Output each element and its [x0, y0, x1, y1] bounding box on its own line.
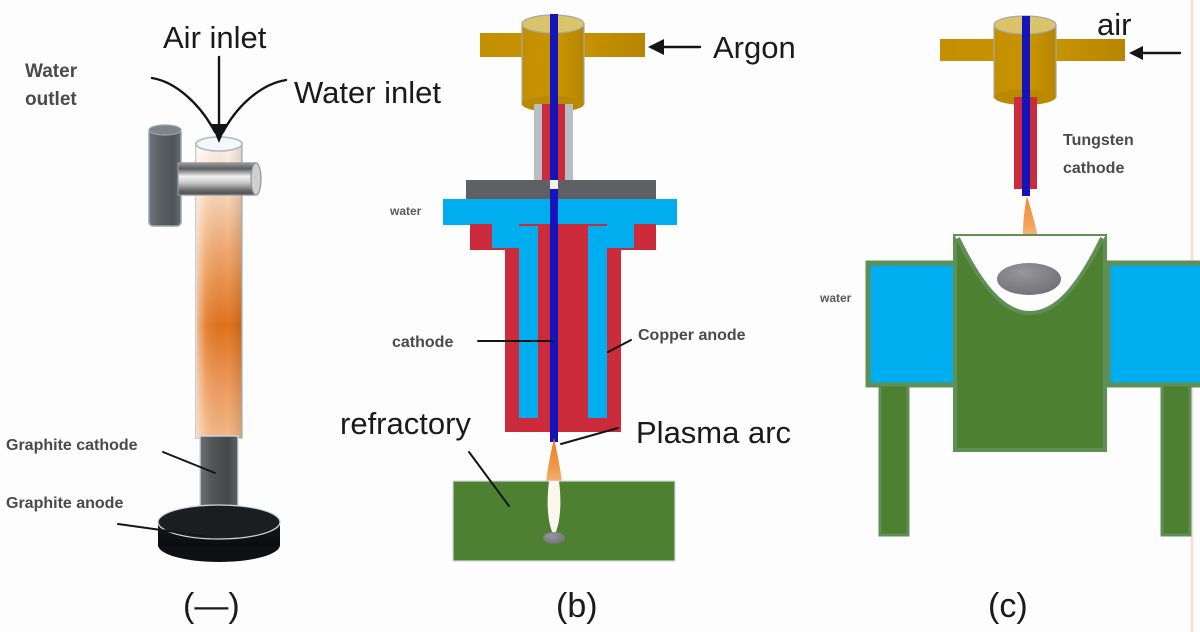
- air-arrow-c: [1129, 46, 1182, 60]
- label-water-c: water: [819, 291, 852, 305]
- cathode-rod-lower-b: [550, 189, 558, 442]
- label-graphite-anode: Graphite anode: [6, 495, 123, 512]
- label-air-inlet: Air inlet: [163, 20, 267, 55]
- cooling-channel-left-b: [519, 226, 538, 418]
- sheath-left-b: [542, 104, 550, 186]
- melt-cavity-b: [547, 481, 561, 536]
- cathode-sheath-left-c: [1014, 97, 1022, 189]
- label-water-b: water: [389, 204, 422, 218]
- label-water-outlet-line2: outlet: [25, 89, 77, 110]
- graphite-cathode-leader: [162, 451, 216, 474]
- caption-panel-b: (b): [556, 587, 598, 625]
- tungsten-cathode-rod-c: [1022, 16, 1030, 196]
- label-refractory-b: refractory: [340, 406, 471, 441]
- panel-b: Argon water cathode Copper anode refract…: [340, 14, 796, 625]
- label-water-inlet: Water inlet: [294, 75, 441, 110]
- anode-center-rib-b: [538, 224, 588, 432]
- support-leg-left-c: [878, 383, 910, 537]
- cathode-rod-upper-b: [550, 14, 558, 186]
- argon-arrow-b: [648, 39, 702, 55]
- label-air-c: air: [1097, 7, 1131, 42]
- label-water-outlet-line1: Water: [25, 61, 78, 82]
- label-plasma-arc-b: Plasma arc: [636, 415, 791, 450]
- cathode-sheath-right-c: [1029, 97, 1037, 189]
- plasma-arc-leader-b: [560, 427, 619, 445]
- water-outlet-leader: [150, 76, 217, 134]
- support-leg-right-c: [1160, 383, 1192, 537]
- outer-tube-right-b: [565, 104, 573, 186]
- cathode-insulator-b: [550, 180, 558, 189]
- caption-panel-a: (—): [183, 587, 240, 625]
- water-outlet-pipe: [148, 124, 182, 227]
- air-inlet-arrow: [211, 55, 227, 143]
- graphite-anode-base: [157, 504, 281, 562]
- water-box-right-c: [1105, 260, 1200, 388]
- refractory-block-b: [452, 480, 676, 562]
- sheath-right-b: [557, 104, 565, 186]
- melt-pool-c: [997, 263, 1061, 295]
- label-graphite-cathode: Graphite cathode: [6, 437, 138, 454]
- melt-pool-b: [543, 532, 565, 544]
- caption-panel-c: (c): [988, 587, 1028, 625]
- graphite-anode-leader: [117, 523, 205, 537]
- water-inlet-pipe: [177, 162, 262, 196]
- label-tungsten-cathode-line2: cathode: [1063, 160, 1124, 177]
- panel-a: Water outlet Air inlet Water inlet Graph…: [6, 20, 441, 625]
- label-cathode-b: cathode: [392, 334, 453, 351]
- refractory-leader-b: [468, 451, 510, 507]
- panel-c: air Tungsten cathode water (c): [819, 7, 1200, 625]
- label-argon: Argon: [713, 30, 796, 65]
- water-manifold-b: [443, 199, 677, 225]
- water-inlet-leader: [221, 78, 288, 134]
- copper-anode-leader-b: [607, 339, 632, 353]
- label-tungsten-cathode-line1: Tungsten: [1063, 132, 1134, 149]
- outer-tube-left-b: [534, 104, 542, 186]
- label-copper-anode-b: Copper anode: [638, 327, 746, 344]
- cooling-channel-right-b: [588, 226, 607, 418]
